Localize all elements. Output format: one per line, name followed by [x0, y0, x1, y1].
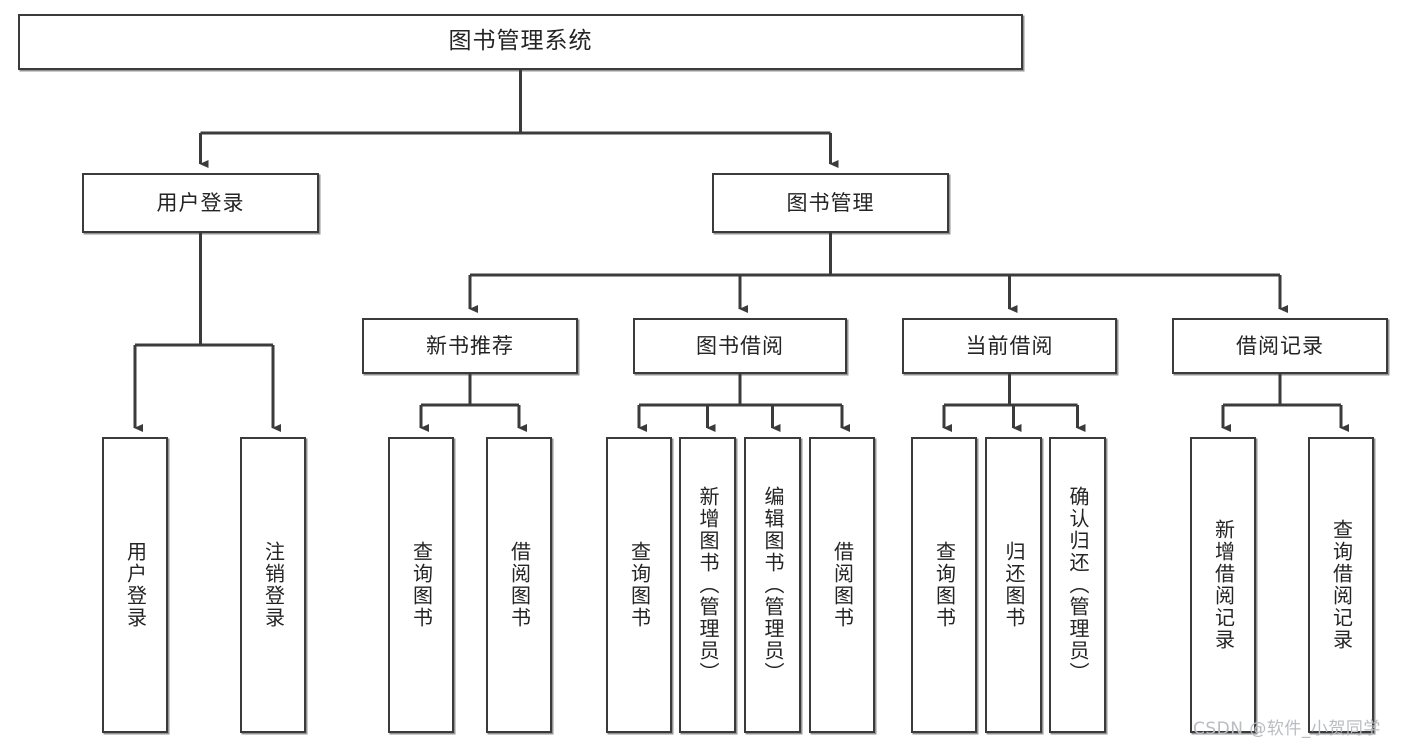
node-leaf-add-record[interactable]: 新增借阅记录: [1190, 437, 1256, 733]
node-label: 查询图书: [627, 541, 652, 629]
node-new-book-rec[interactable]: 新书推荐: [362, 318, 578, 374]
node-user-login[interactable]: 用户登录: [82, 173, 319, 233]
node-label: 图书管理: [786, 190, 875, 215]
node-label: 归还图书: [1002, 541, 1026, 629]
node-label: 查询图书: [409, 541, 434, 629]
node-label: 图书管理系统: [448, 28, 593, 55]
node-label: 查询图书: [932, 541, 957, 629]
node-leaf-query-book-3[interactable]: 查询图书: [911, 437, 977, 733]
node-label: 借阅图书: [507, 541, 532, 629]
node-label: 当前借阅: [965, 333, 1054, 358]
node-label: 新增图书（管理员）: [696, 486, 720, 684]
node-leaf-query-book-1[interactable]: 查询图书: [388, 437, 454, 733]
node-label: 新书推荐: [426, 333, 514, 358]
node-label: 借阅图书: [830, 541, 855, 629]
node-book-manage[interactable]: 图书管理: [712, 173, 949, 233]
node-borrow-record[interactable]: 借阅记录: [1172, 318, 1388, 374]
node-label: 确认归还（管理员）: [1066, 486, 1090, 684]
node-label: 查询借阅记录: [1329, 519, 1354, 651]
node-leaf-borrow-book-2[interactable]: 借阅图书: [809, 437, 875, 733]
node-label: 借阅记录: [1236, 333, 1324, 358]
node-leaf-user-login[interactable]: 用户登录: [102, 437, 168, 733]
node-book-borrow[interactable]: 图书借阅: [633, 318, 847, 374]
node-leaf-logout[interactable]: 注销登录: [240, 437, 306, 733]
node-root[interactable]: 图书管理系统: [18, 14, 1023, 70]
node-current-borrow[interactable]: 当前借阅: [902, 318, 1117, 374]
node-label: 用户登录: [123, 541, 148, 629]
node-leaf-add-book[interactable]: 新增图书（管理员）: [679, 437, 736, 733]
node-leaf-borrow-book-1[interactable]: 借阅图书: [486, 437, 552, 733]
node-leaf-return-book[interactable]: 归还图书: [985, 437, 1042, 733]
node-leaf-query-book-2[interactable]: 查询图书: [606, 437, 672, 733]
node-label: 注销登录: [261, 541, 286, 629]
node-label: 编辑图书（管理员）: [761, 486, 785, 684]
node-leaf-confirm-return[interactable]: 确认归还（管理员）: [1049, 437, 1106, 733]
node-label: 图书借阅: [696, 333, 784, 358]
node-label: 新增借阅记录: [1211, 519, 1236, 651]
node-label: 用户登录: [156, 190, 245, 215]
node-leaf-query-record[interactable]: 查询借阅记录: [1308, 437, 1374, 733]
csdn-watermark: CSDN @软件_小贺同学: [1193, 719, 1381, 739]
node-leaf-edit-book[interactable]: 编辑图书（管理员）: [744, 437, 801, 733]
